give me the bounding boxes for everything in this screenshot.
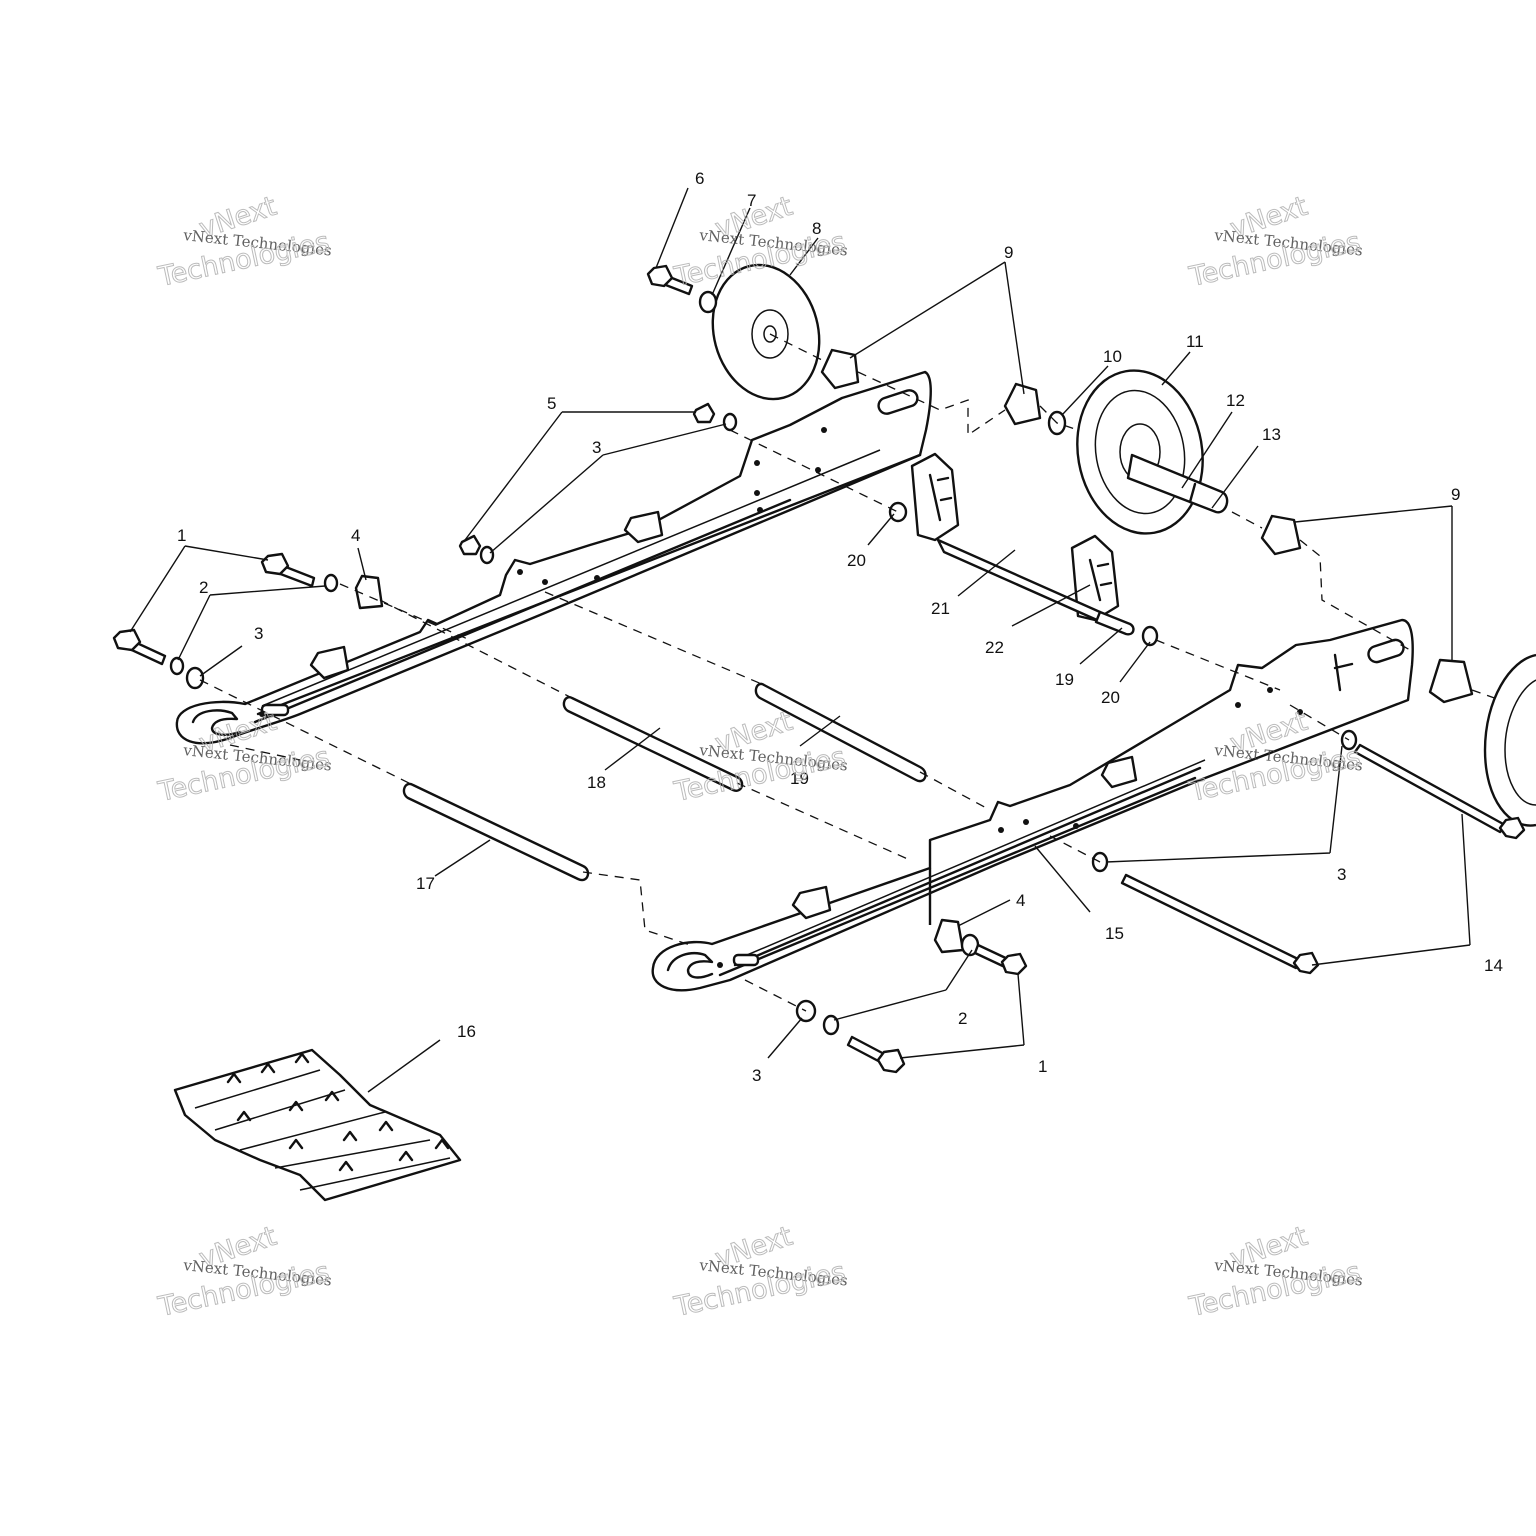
- callout-19: 19: [790, 769, 809, 788]
- callout-21: 21: [931, 599, 950, 618]
- watermark: vNext vNext Technologies Technologies: [1186, 1220, 1364, 1323]
- callout-9: 9: [1004, 243, 1013, 262]
- callout-6: 6: [695, 169, 704, 188]
- callout-22: 22: [985, 638, 1004, 657]
- callout-20: 20: [847, 551, 866, 570]
- callout-4: 4: [1016, 891, 1025, 910]
- callout-4: 4: [351, 526, 360, 545]
- callout-16: 16: [457, 1022, 476, 1041]
- callout-3: 3: [592, 438, 601, 457]
- leader-lines: [129, 187, 1471, 1093]
- assembly-lines: [199, 333, 1501, 1012]
- left-slide-rail: [175, 370, 932, 745]
- rear-axle-assembly: [888, 452, 1159, 647]
- callout-12: 12: [1226, 391, 1245, 410]
- callout-9: 9: [1451, 485, 1460, 504]
- callout-2: 2: [958, 1009, 967, 1028]
- callout-8: 8: [812, 219, 821, 238]
- idler-wheel-right-partial: [1483, 653, 1536, 827]
- watermark: vNext vNext Technologies Technologies: [671, 1220, 849, 1323]
- idler-axle-12-13: [1126, 453, 1229, 514]
- cross-shafts: [402, 682, 927, 882]
- watermark: vNext vNext Technologies Technologies: [1186, 190, 1364, 293]
- idler-wheel-8: [711, 263, 821, 401]
- callout-3: 3: [1337, 865, 1346, 884]
- callout-3: 3: [254, 624, 263, 643]
- callout-13: 13: [1262, 425, 1281, 444]
- watermark: vNext vNext Technologies Technologies: [671, 190, 849, 293]
- watermark: vNext vNext Technologies Technologies: [155, 190, 333, 293]
- callout-3: 3: [752, 1066, 761, 1085]
- callout-14: 14: [1484, 956, 1503, 975]
- callout-7: 7: [747, 191, 756, 210]
- track-section: [173, 1048, 462, 1202]
- callout-1: 1: [177, 526, 186, 545]
- callout-11: 11: [1186, 332, 1204, 351]
- callout-5: 5: [547, 394, 556, 413]
- callout-20: 20: [1101, 688, 1120, 707]
- callout-1: 1: [1038, 1057, 1047, 1076]
- callout-2: 2: [199, 578, 208, 597]
- hardware: [112, 264, 1526, 1074]
- callout-numbers: 1 2 3 4 5 3 6 7 8 9 10 11 12 13 9 20 21 …: [177, 169, 1503, 1085]
- right-slide-rail: [651, 618, 1414, 992]
- callout-19: 19: [1055, 670, 1074, 689]
- callout-18: 18: [587, 773, 606, 792]
- callout-10: 10: [1103, 347, 1122, 366]
- watermark: vNext vNext Technologies Technologies: [155, 1220, 333, 1323]
- callout-15: 15: [1105, 924, 1124, 943]
- callout-17: 17: [416, 874, 435, 893]
